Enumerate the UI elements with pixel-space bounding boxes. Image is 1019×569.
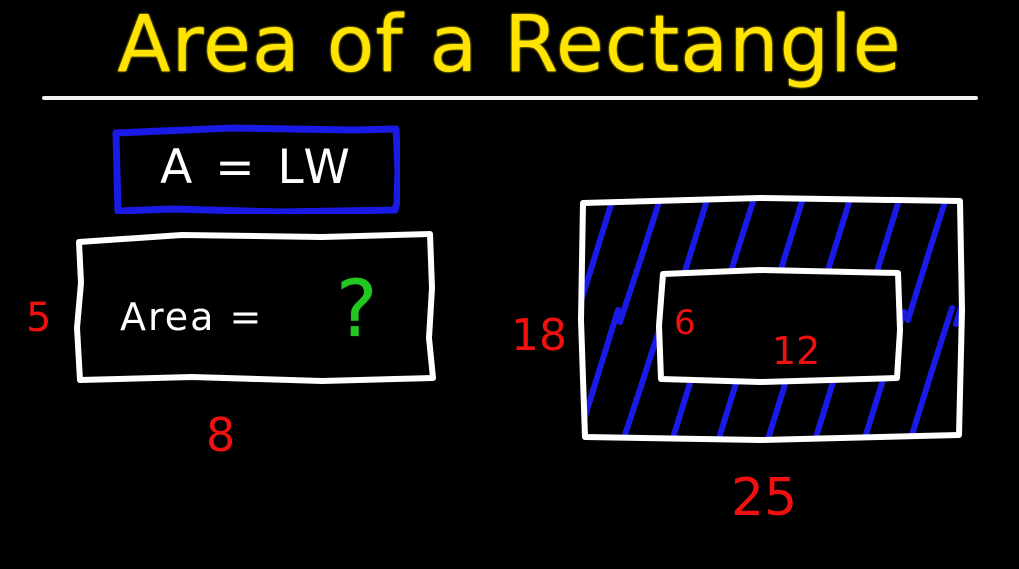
title-underline — [42, 96, 978, 100]
formula-text: A = LW — [160, 140, 354, 195]
outer-rectangle-width-label: 25 — [731, 468, 798, 528]
unknown-area-value: ? — [336, 265, 378, 355]
inner-rectangle-height-label: 6 — [674, 303, 696, 343]
right-rectangle-figure — [560, 190, 980, 455]
page-title: Area of a Rectangle — [117, 0, 902, 90]
inner-rectangle-outline — [656, 267, 903, 385]
outer-rectangle-outline — [578, 195, 965, 443]
area-equals-label: Area = — [120, 295, 264, 339]
formula-highlight-box — [112, 124, 400, 214]
inner-rectangle-width-label: 12 — [772, 329, 821, 373]
left-rectangle-width-label: 8 — [206, 408, 236, 462]
left-rectangle-height-label: 5 — [26, 295, 52, 341]
left-rectangle-outline — [74, 231, 436, 384]
outer-rectangle-height-label: 18 — [511, 310, 567, 361]
hatch-lines — [560, 190, 980, 455]
